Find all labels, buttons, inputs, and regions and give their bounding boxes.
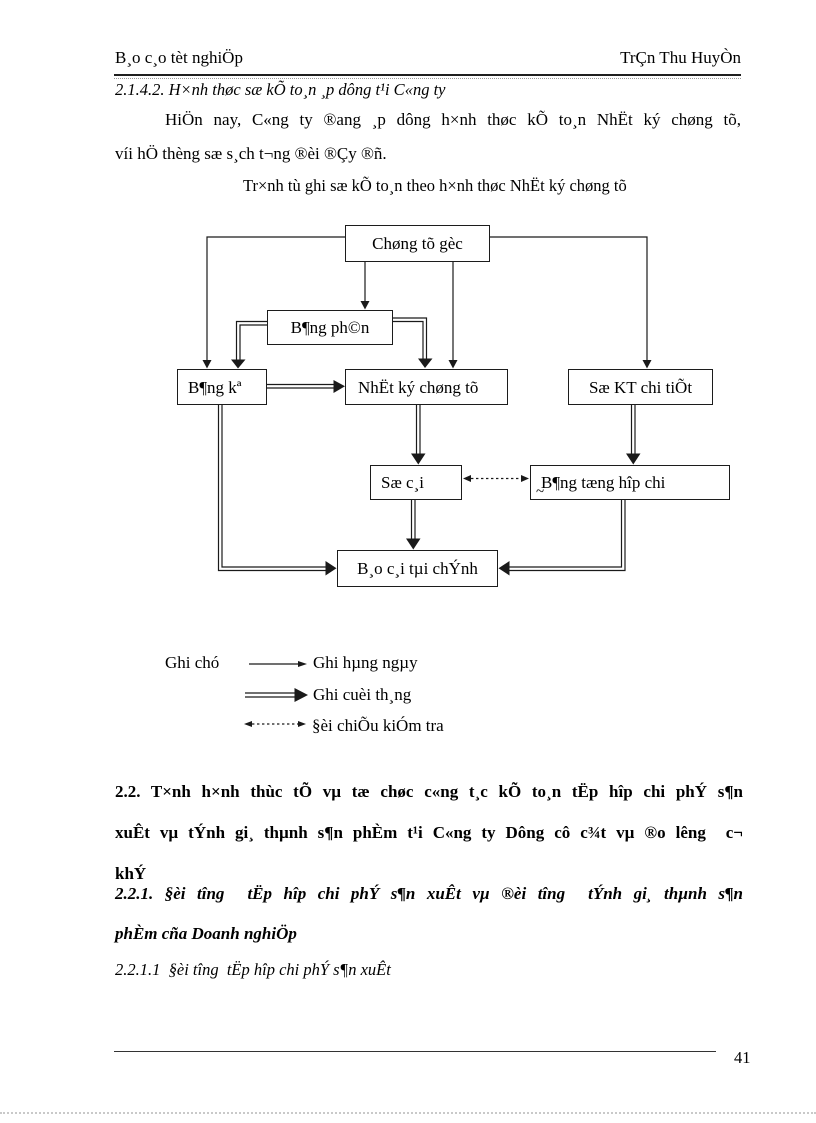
box-nhat-ky-chung-tu: NhËt ký chøng tõ: [345, 369, 508, 405]
paragraph-line-2: víi hÖ thèng sæ s¸ch t¬ng ®èi ®Çy ®ñ.: [115, 144, 387, 163]
header-author: TrÇn Thu HuyÒn: [620, 48, 741, 67]
legend-label-monthly: Ghi cuèi th¸ng: [313, 685, 412, 704]
section-2-2-1: 2.2.1. §èi tîng tËp hîp chi phÝ s¶n xuÊt…: [115, 884, 743, 964]
arrow-nhatky-to-socai: [411, 405, 426, 465]
box-bang-phan: B¶ng ph©n: [267, 310, 393, 345]
arrow-bangphan-to-nhatky: [393, 317, 433, 368]
box-so-cai: Sæ c¸i: [370, 465, 462, 500]
arrow-chungtu-to-sokt: [490, 236, 652, 369]
page-bottom-dotted-line: [0, 1112, 816, 1114]
section-heading-2142: 2.1.4.2. H×nh thøc sæ kÕ to¸n ¸p dông t¹…: [115, 80, 446, 99]
arrow-bangphan-to-bangke: [231, 320, 267, 369]
page-number: 41: [734, 1048, 751, 1067]
section-2-2-line-3: khÝ: [115, 864, 147, 883]
box-bang-tong-hop-chi: B¶ng tæng hîp chi: [530, 465, 730, 500]
footer-rule: [114, 1051, 716, 1052]
box-bao-cao-tai-chinh: B¸o c¸i tµi chÝnh: [337, 550, 498, 587]
section-2-2-1-1: 2.2.1.1 §èi tîng tËp hîp chi phÝ s¶n xuÊ…: [115, 960, 391, 979]
box-bang-ke: B¶ng kª: [177, 369, 267, 405]
arrow-chungtu-to-bangphan: [360, 262, 370, 310]
arrow-bangtonghop-to-baocao: [498, 500, 626, 576]
legend-label-daily: Ghi hµng ngµy: [313, 653, 418, 672]
arrow-chungtu-to-nhatky: [448, 262, 458, 369]
legend-title: Ghi chó: [165, 653, 220, 672]
legend-arrow-check: [244, 721, 306, 727]
section-2-2-1-line-1: 2.2.1. §èi tîng tËp hîp chi phÝ s¶n xuÊt…: [115, 884, 743, 903]
arrow-bangke-to-nhatky: [267, 380, 345, 393]
stray-tilde-glyph: ~: [536, 484, 545, 500]
box-so-kt-chi-tiet: Sæ KT chi tiÕt: [568, 369, 713, 405]
arrow-socai-bangtonghop-check: [463, 475, 529, 482]
section-2-2-line-2: xuÊt vµ tÝnh gi¸ thµnh s¶n phÈm t¹i C«ng…: [115, 823, 743, 842]
arrow-socai-to-baocao: [406, 500, 421, 550]
section-2-2-line-1: 2.2. T×nh h×nh thùc tÕ vµ tæ chøc c«ng t…: [115, 782, 743, 801]
arrow-bangke-to-baocao: [217, 405, 337, 576]
arrow-sokt-to-bangtonghop: [626, 405, 641, 465]
legend-arrow-daily: [249, 661, 307, 667]
box-chung-tu-goc: Chøng tõ gèc: [345, 225, 490, 262]
paragraph-line-1: HiÖn nay, C«ng ty ®ang ¸p dông h×nh thøc…: [165, 110, 741, 129]
legend-arrow-monthly: [245, 688, 308, 702]
diagram-caption: Tr×nh tù ghi sæ kÕ to¸n theo h×nh thøc N…: [243, 176, 627, 195]
header-rule-dotted: [114, 78, 741, 79]
arrow-chungtu-to-bangke: [202, 236, 345, 369]
header-report-title: B¸o c¸o tèt nghiÖp: [115, 48, 243, 67]
legend-label-check: §èi chiÕu kiÓm tra: [312, 716, 444, 735]
header-rule: [114, 74, 741, 76]
section-2-2: 2.2. T×nh h×nh thùc tÕ vµ tæ chøc c«ng t…: [115, 782, 743, 905]
section-2-2-1-line-2: phÈm cña Doanh nghiÖp: [115, 924, 297, 943]
